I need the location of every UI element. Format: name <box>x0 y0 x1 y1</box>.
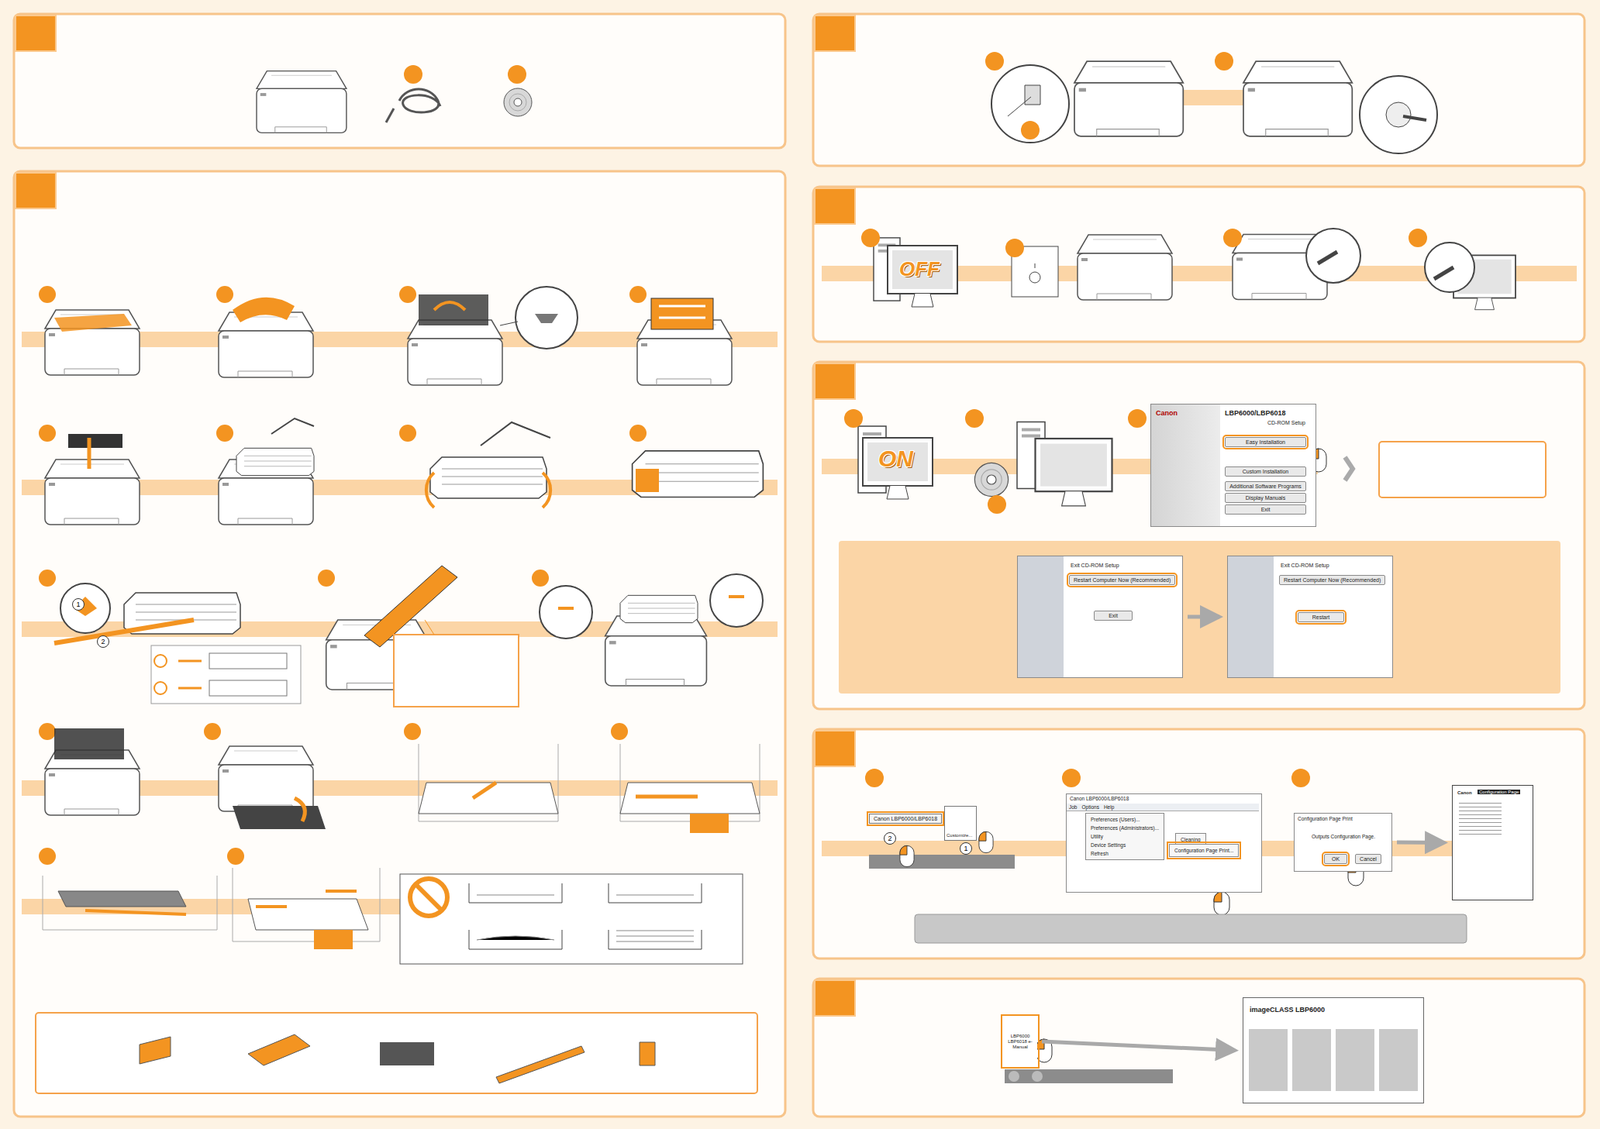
dialog-button: Exit <box>1093 610 1133 621</box>
node-text: Options <box>1081 804 1099 811</box>
node-text: Cancel <box>1359 856 1377 863</box>
step-number: 1 <box>959 842 973 856</box>
node-text: Exit CD-ROM Setup <box>1280 562 1330 569</box>
node-text: Preferences (Users)... <box>1090 815 1159 825</box>
dialog-button: Restart <box>1297 612 1345 623</box>
node-text: Exit CD-ROM Setup <box>1070 562 1120 569</box>
dialog-window: Configuration Page PrintOutputs Configur… <box>1293 813 1393 873</box>
step-number: 2 <box>883 832 897 845</box>
node-text: Preferences (Administrators)... <box>1090 824 1159 833</box>
printed-page: Canon Configuration Page <box>1451 785 1534 901</box>
node-text: Restart <box>1302 614 1340 621</box>
step-number: 2 <box>96 635 110 649</box>
node-text: Canon LBP6000/LBP6018 <box>873 816 938 822</box>
menu-button: Easy Installation <box>1224 437 1307 448</box>
dropdown-menu: Preferences (Users)...Preferences (Admin… <box>1085 813 1165 861</box>
menu-button: Display Manuals <box>1224 493 1307 504</box>
node-text: Configuration Page <box>1477 789 1521 795</box>
node-text: Job <box>1068 804 1077 811</box>
node-text: OK <box>1328 856 1343 863</box>
flow-arrow <box>1396 841 1445 846</box>
node-text: imageCLASS LBP6000 <box>1249 1006 1325 1014</box>
menu-item: Configuration Page Print... <box>1168 844 1239 858</box>
tray-popup: Customize... <box>944 806 977 842</box>
node-text: Restart Computer Now (Recommended) <box>1283 577 1381 583</box>
node-text: Exit <box>1229 506 1302 513</box>
manual-screen: imageCLASS LBP6000 <box>1242 997 1425 1104</box>
checkbox: Restart Computer Now (Recommended) <box>1068 575 1176 586</box>
node-text: Device Settings <box>1090 841 1159 850</box>
setup-window: Canon LBP6000/LBP6018CD-ROM SetupEasy Ins… <box>1150 403 1317 528</box>
dialog-window: Exit CD-ROM SetupRestart Computer Now (R… <box>1227 555 1394 679</box>
node-text: Additional Software Programs <box>1229 483 1302 490</box>
dialog-window: Exit CD-ROM SetupRestart Computer Now (R… <box>1017 555 1183 679</box>
node-text: Outputs Configuration Page. <box>1311 834 1376 840</box>
taskbar-tooltip: Canon LBP6000/LBP6018 <box>868 813 942 825</box>
node-text: Configuration Page Print... <box>1174 846 1234 856</box>
node-text: Canon <box>1457 790 1473 796</box>
desktop-icon: LBP6000 LBP6018 e-Manual <box>1003 1017 1038 1067</box>
status-window: Canon LBP6000/LBP6018Job Options HelpPrefe… <box>1065 793 1263 894</box>
node-text: Refresh <box>1090 849 1159 859</box>
node-text: CD-ROM Setup <box>1267 420 1306 426</box>
menu-button: Additional Software Programs <box>1224 481 1307 492</box>
step-number: 1 <box>72 598 85 611</box>
menu-button: Custom Installation <box>1224 466 1307 477</box>
checkbox: Restart Computer Now (Recommended) <box>1279 575 1386 586</box>
dialog-button: OK <box>1324 854 1348 865</box>
node-text: Cleaning <box>1180 835 1201 845</box>
node-text: Easy Installation <box>1229 439 1302 445</box>
menu-bar: Job Options Help <box>1066 803 1259 812</box>
node-text: Help <box>1103 804 1114 811</box>
node-text: Restart Computer Now (Recommended) <box>1073 577 1171 583</box>
node-text: Canon <box>1155 409 1178 418</box>
flow-arrow <box>1041 1041 1235 1052</box>
node-text: Canon LBP6000/LBP6018 <box>1069 796 1129 802</box>
node-text: LBP6000 LBP6018 e-Manual <box>1003 1034 1038 1051</box>
flow-arrow <box>1187 615 1220 620</box>
dialog-button: Cancel <box>1355 854 1382 865</box>
node-text: LBP6000/LBP6018 <box>1224 409 1287 418</box>
menu-button: Exit <box>1224 504 1307 515</box>
node-text: Custom Installation <box>1229 468 1302 475</box>
screen-text: OFF <box>899 257 940 282</box>
screen-text: ON <box>878 445 914 473</box>
node-text: Display Manuals <box>1229 495 1302 501</box>
node-text: Customize... <box>946 833 973 838</box>
node-text: Utility <box>1090 832 1159 842</box>
node-text: Exit <box>1098 613 1128 619</box>
node-text: Configuration Page Print <box>1297 816 1353 822</box>
